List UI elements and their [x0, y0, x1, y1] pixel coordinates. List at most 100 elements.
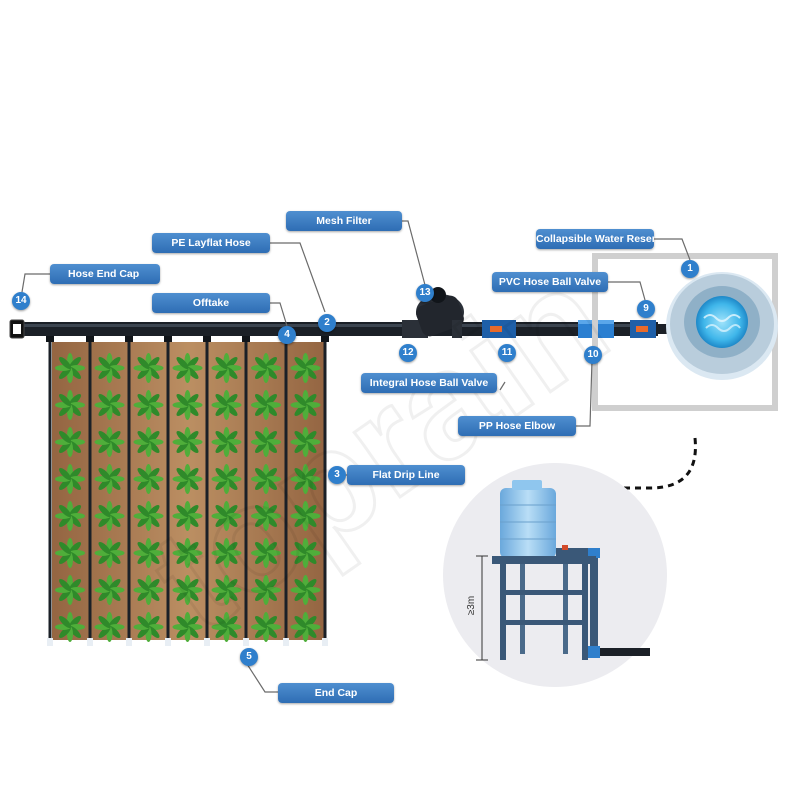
- end-cap-mark: [283, 638, 289, 646]
- tank-height-label: ≥3m: [466, 595, 478, 616]
- badge-5: 5: [240, 648, 258, 666]
- offtake-mark: [242, 334, 250, 342]
- plant: [251, 464, 281, 494]
- badge-3: 3: [328, 466, 346, 484]
- badge-13: 13: [416, 284, 434, 302]
- badge-2: 2: [318, 314, 336, 332]
- plant: [55, 353, 85, 383]
- plant: [172, 390, 203, 420]
- plant: [133, 464, 164, 494]
- callout-integral-hose-ball-valve: Integral Hose Ball Valve: [361, 373, 497, 393]
- end-cap-mark: [204, 638, 210, 646]
- drip-line: [88, 336, 92, 640]
- drip-line: [284, 336, 288, 640]
- drip-line: [205, 336, 209, 640]
- plant: [290, 427, 321, 457]
- label-pvc-hose-ball-valve: PVC Hose Ball Valve: [498, 276, 602, 288]
- crop-field: [52, 342, 326, 642]
- plant: [133, 353, 164, 383]
- plant: [172, 427, 203, 457]
- label-mesh-filter: Mesh Filter: [316, 215, 372, 227]
- end-cap-mark: [126, 638, 132, 646]
- end-cap-mark: [165, 638, 171, 646]
- callout-offtake: Offtake: [152, 293, 270, 313]
- label-integral-hose-ball-valve: Integral Hose Ball Valve: [369, 377, 489, 389]
- offtake-mark: [86, 334, 94, 342]
- plant: [290, 575, 321, 605]
- elevated-tank-inset: [443, 463, 667, 687]
- plant-rows: [55, 353, 321, 642]
- plant: [94, 538, 125, 568]
- offtake-mark: [321, 334, 329, 342]
- plant: [172, 353, 203, 383]
- plant: [94, 353, 125, 383]
- plant: [251, 575, 281, 605]
- plant: [172, 538, 203, 568]
- label-collapsible-water-reservoir: Collapsible Water Reservoir: [536, 233, 654, 245]
- plant: [290, 390, 321, 420]
- label-offtake: Offtake: [192, 297, 230, 309]
- plant: [55, 390, 85, 420]
- offtake-mark: [203, 334, 211, 342]
- label-hose-end-cap: Hose End Cap: [68, 268, 140, 280]
- plant: [290, 612, 321, 642]
- plant: [290, 538, 321, 568]
- plant: [94, 575, 125, 605]
- plant: [211, 612, 242, 642]
- plant: [251, 353, 281, 383]
- plant: [290, 353, 321, 383]
- flat-drip-lines: [46, 334, 329, 646]
- plant: [211, 353, 242, 383]
- drip-line: [244, 336, 248, 640]
- end-cap-mark: [87, 638, 93, 646]
- callout-collapsible-water-reservoir: Collapsible Water Reservoir: [536, 229, 654, 249]
- drip-line: [323, 336, 327, 640]
- drip-line: [48, 336, 52, 640]
- plant: [55, 464, 85, 494]
- badge-9: 9: [637, 300, 655, 318]
- callout-hose-end-cap: Hose End Cap: [50, 264, 160, 284]
- end-cap-mark: [47, 638, 53, 646]
- label-pe-layflat-hose: PE Layflat Hose: [171, 237, 251, 249]
- plant: [211, 501, 242, 531]
- plant: [55, 612, 85, 642]
- plant: [211, 538, 242, 568]
- plant: [211, 575, 242, 605]
- plant: [290, 464, 321, 494]
- badge-4: 4: [278, 326, 296, 344]
- plant: [251, 390, 281, 420]
- offtake-mark: [46, 334, 54, 342]
- badge-12: 12: [399, 344, 417, 362]
- badge-10: 10: [584, 346, 602, 364]
- plant: [94, 464, 125, 494]
- plant: [251, 612, 281, 642]
- plant: [94, 612, 125, 642]
- end-cap-mark: [322, 638, 328, 646]
- callout-pvc-hose-ball-valve: PVC Hose Ball Valve: [492, 272, 608, 292]
- label-pp-hose-elbow: PP Hose Elbow: [478, 420, 556, 432]
- callout-pe-layflat-hose: PE Layflat Hose: [152, 233, 270, 253]
- plant: [211, 390, 242, 420]
- badge-14: 14: [12, 292, 30, 310]
- plant: [172, 612, 203, 642]
- drip-line: [166, 336, 170, 640]
- plant: [251, 501, 281, 531]
- integral-ball-valve-shape: [482, 320, 516, 338]
- plant: [172, 464, 203, 494]
- plant: [55, 575, 85, 605]
- plant: [133, 612, 164, 642]
- offtake-mark: [125, 334, 133, 342]
- badge-11: 11: [498, 344, 516, 362]
- callout-pp-hose-elbow: PP Hose Elbow: [458, 416, 576, 436]
- collapsible-water-reservoir: [592, 253, 778, 411]
- plant: [133, 501, 164, 531]
- callout-mesh-filter: Mesh Filter: [286, 211, 402, 231]
- plant: [55, 538, 85, 568]
- plant: [133, 575, 164, 605]
- plant: [133, 538, 164, 568]
- plant: [94, 501, 125, 531]
- label-flat-drip-line: Flat Drip Line: [372, 469, 440, 481]
- plant: [211, 427, 242, 457]
- direction-arrow: [585, 437, 697, 490]
